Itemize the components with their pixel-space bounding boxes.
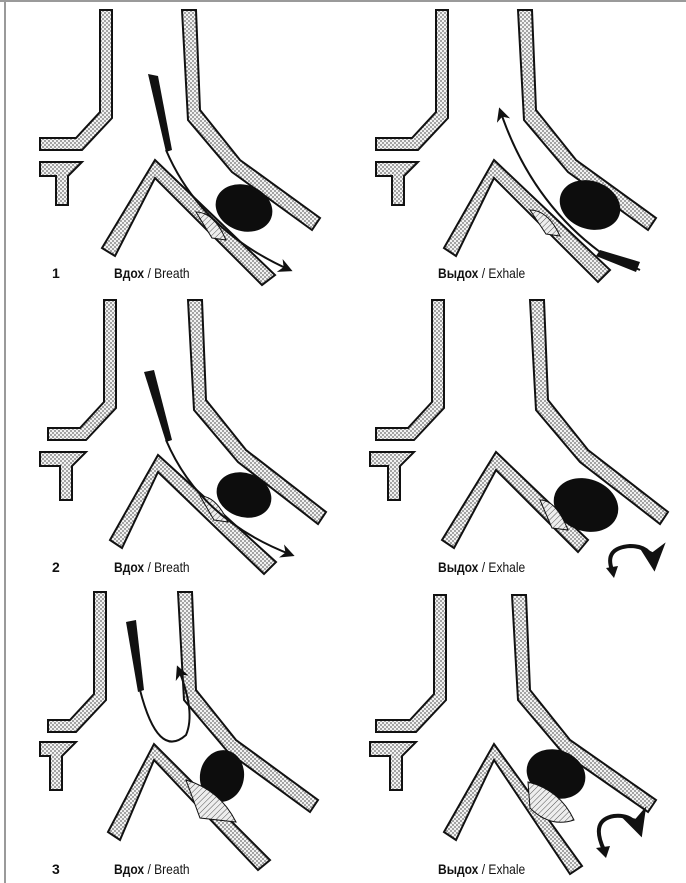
airway-wall-left-upper (48, 300, 116, 440)
panel-3-exhale (370, 595, 656, 874)
caption-en: Breath (154, 559, 189, 575)
airflow-tail (148, 74, 172, 152)
caption-ru: Вдох (114, 559, 144, 575)
rebound-arrow-tail (606, 566, 618, 578)
airway-wall-left-upper (376, 595, 446, 732)
row-3-number: 3 (52, 860, 60, 878)
airway-wall-left-upper (48, 592, 106, 732)
caption-ru: Выдох (438, 265, 478, 281)
row-1-number: 1 (52, 264, 60, 282)
airway-wall-side-stub (40, 452, 86, 500)
airway-wall-left-upper (40, 10, 112, 150)
row-1-left-caption: Вдох / Breath (114, 264, 190, 282)
caption-en: Breath (154, 265, 189, 281)
caption-separator: / (478, 265, 488, 281)
row-3-right-caption: Выдох / Exhale (438, 860, 525, 878)
caption-ru: Выдох (438, 861, 478, 877)
panel-2-breath (40, 300, 326, 574)
caption-separator: / (144, 265, 154, 281)
airway-wall-side-stub (370, 742, 416, 790)
panel-1-breath (40, 10, 320, 285)
caption-separator: / (144, 559, 154, 575)
caption-en: Breath (154, 861, 189, 877)
airway-wall-right (178, 592, 318, 812)
row-3-left-caption: Вдох / Breath (114, 860, 190, 878)
caption-separator: / (478, 861, 488, 877)
caption-en: Exhale (488, 861, 525, 877)
row-1-right-caption: Выдох / Exhale (438, 264, 525, 282)
airway-wall-side-stub (376, 162, 418, 205)
airway-wall-left-upper (376, 10, 448, 150)
airway-wall-side-stub (40, 742, 76, 790)
caption-separator: / (144, 861, 154, 877)
panel-3-breath (40, 592, 318, 870)
rebound-arrow (599, 816, 640, 850)
row-2-number: 2 (52, 558, 60, 576)
airway-wall-side-stub (40, 162, 82, 205)
airway-wall-side-stub (370, 452, 414, 500)
airflow-tail (144, 370, 172, 442)
airflow-tail (126, 620, 144, 692)
airway-wall-left-upper (376, 300, 444, 440)
caption-separator: / (478, 559, 488, 575)
caption-en: Exhale (488, 559, 525, 575)
caption-ru: Выдох (438, 559, 478, 575)
panel-1-exhale (376, 10, 656, 282)
row-2-left-caption: Вдох / Breath (114, 558, 190, 576)
recirculating-arrow (140, 668, 190, 742)
panel-2-exhale (370, 300, 668, 578)
caption-ru: Вдох (114, 265, 144, 281)
rebound-arrow-tail (596, 846, 610, 858)
caption-ru: Вдох (114, 861, 144, 877)
row-2-right-caption: Выдох / Exhale (438, 558, 525, 576)
caption-en: Exhale (488, 265, 525, 281)
